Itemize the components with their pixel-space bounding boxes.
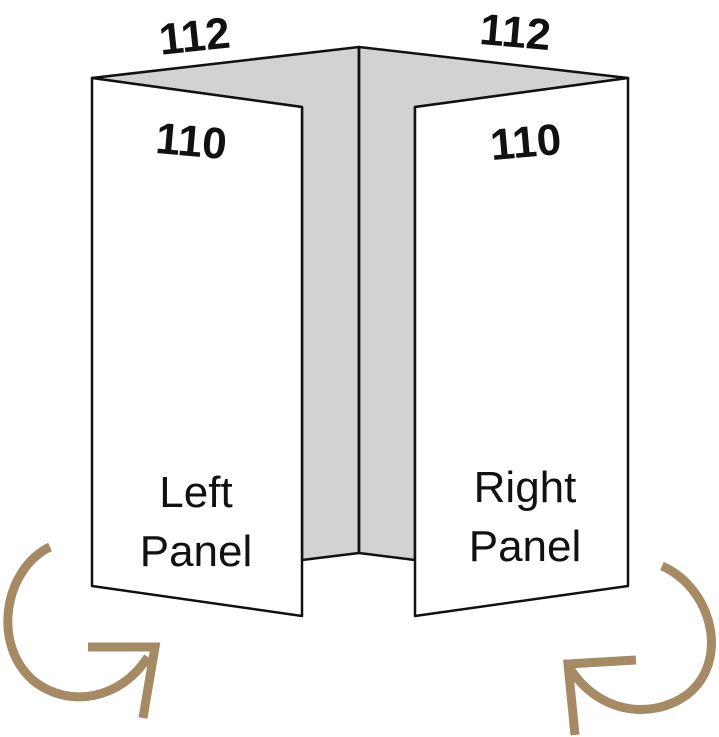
left-arrow-arc (3, 542, 152, 702)
right-panel: Right Panel (413, 76, 630, 618)
right-panel-label-line1: Right (474, 463, 577, 512)
left-panel-face (90, 76, 304, 618)
left-panel: Left Panel (90, 76, 304, 618)
rotate-counterclockwise-arrow-icon (3, 542, 161, 719)
top-left-dimension: 112 (157, 9, 233, 65)
right-panel-label-line2: Panel (469, 522, 582, 571)
inner-spread (90, 45, 630, 562)
left-arrow-head (88, 642, 161, 719)
right-arrow-arc (564, 561, 716, 714)
top-right-dimension: 112 (478, 5, 553, 60)
right-arrow-head (563, 655, 637, 736)
right-panel-dimension: 110 (488, 115, 563, 170)
rotate-clockwise-arrow-icon (563, 561, 716, 736)
left-panel-label-line2: Panel (140, 527, 253, 576)
left-panel-label-line1: Left (159, 468, 232, 517)
left-panel-dimension: 110 (154, 114, 229, 169)
right-panel-face (413, 76, 630, 618)
